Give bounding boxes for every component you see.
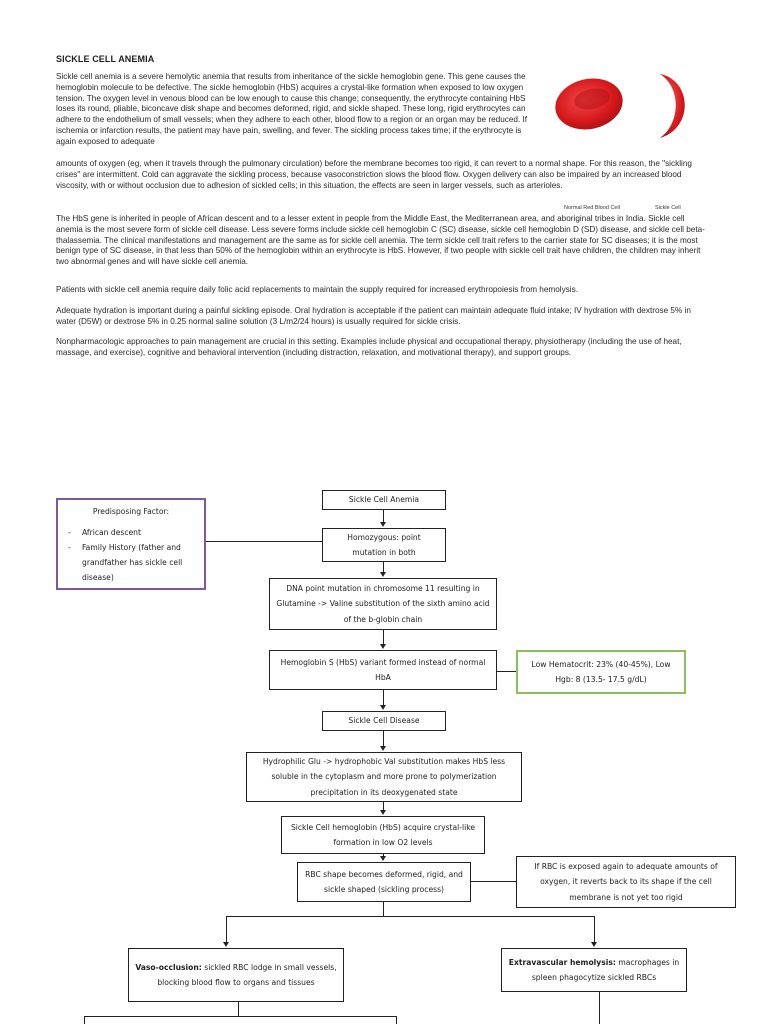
hbs-variant-text: Hemoglobin S (HbS) variant formed instea…: [280, 657, 486, 683]
crystal-formation-box: Sickle Cell hemoglobin (HbS) acquire cry…: [281, 816, 485, 854]
connector-line: [383, 731, 384, 747]
vaso-occlusion-desc: sickled RBC lodge in small vessels, bloc…: [157, 962, 337, 988]
rbc-figure: Normal Red Blood Cell Sickle Cell: [552, 66, 712, 211]
crystal-formation-text: Sickle Cell hemoglobin (HbS) acquire cry…: [290, 822, 476, 848]
extravascular-hemolysis-term: Extravascular hemolysis:: [508, 957, 616, 967]
arrow-head: [380, 746, 386, 751]
extravascular-hemolysis-text: Extravascular hemolysis: macrophages in …: [508, 955, 680, 986]
arrow-head: [591, 942, 597, 947]
arrow-head: [380, 810, 386, 815]
extravascular-hemolysis-box: Extravascular hemolysis: macrophages in …: [501, 948, 687, 992]
connector-line: [226, 916, 227, 943]
intro-paragraph: Sickle cell anemia is a severe hemolytic…: [56, 72, 528, 146]
connector-line: [84, 1016, 85, 1024]
hydrophobic-substitution-box: Hydrophilic Glu -> hydrophobic Val subst…: [246, 752, 522, 802]
intro-paragraph-continued: amounts of oxygen (eg, when it travels t…: [56, 159, 692, 190]
connector-line: [206, 541, 322, 542]
flow-title: Sickle Cell Anemia: [348, 495, 420, 505]
normal-rbc-caption: Normal Red Blood Cell: [564, 205, 620, 211]
arrow-head: [380, 644, 386, 649]
reversion-text: If RBC is exposed again to adequate amou…: [534, 861, 718, 902]
connector-line: [383, 854, 384, 857]
predisposing-title: Predisposing Factor:: [92, 507, 170, 516]
hydration-paragraph: Adequate hydration is important during a…: [56, 306, 691, 326]
dna-mutation-text: DNA point mutation in chromosome 11 resu…: [276, 583, 490, 624]
folic-acid-paragraph: Patients with sickle cell anemia require…: [56, 285, 578, 294]
normal-rbc-dimple: [574, 88, 610, 110]
hbs-variant-box: Hemoglobin S (HbS) variant formed instea…: [269, 650, 497, 690]
sickle-cell-shape: [660, 74, 685, 138]
vaso-occlusion-term: Vaso-occlusion:: [135, 962, 202, 972]
arrow-head: [380, 522, 386, 527]
connector-line: [497, 671, 516, 672]
homozygous-box: Homozygous: point mutation in both: [322, 528, 446, 562]
connector-line: [471, 881, 516, 882]
pathophysiology-flowchart: Sickle Cell Anemia Predisposing Factor: …: [0, 470, 768, 1024]
sickle-cell-disease-text: Sickle Cell Disease: [348, 716, 420, 726]
connector-line: [383, 802, 384, 811]
arrow-head: [380, 856, 386, 861]
connector-line: [383, 510, 384, 523]
dna-mutation-box: DNA point mutation in chromosome 11 resu…: [269, 578, 497, 630]
predisposing-item: Family History (father and grandfather h…: [66, 540, 196, 585]
inheritance-paragraph: The HbS gene is inherited in people of A…: [56, 214, 705, 267]
connector-line: [383, 902, 384, 916]
connector-line: [383, 630, 384, 645]
connector-line: [383, 690, 384, 706]
connector-line: [599, 992, 600, 1024]
branch-line: [84, 1016, 396, 1017]
rbc-shape-text: RBC shape becomes deformed, rigid, and s…: [305, 869, 463, 895]
sickle-cell-disease-box: Sickle Cell Disease: [322, 711, 446, 731]
predisposing-item: African descent: [66, 525, 196, 540]
hydrophobic-substitution-text: Hydrophilic Glu -> hydrophobic Val subst…: [262, 756, 506, 797]
connector-line: [383, 562, 384, 573]
rbc-shape-box: RBC shape becomes deformed, rigid, and s…: [297, 862, 471, 902]
lab-values-box: Low Hematocrit: 23% (40-45%), Low Hgb: 8…: [516, 650, 686, 694]
connector-line: [594, 916, 595, 943]
homozygous-text: Homozygous: point mutation in both: [347, 532, 421, 558]
arrow-head: [223, 942, 229, 947]
vaso-occlusion-text: Vaso-occlusion: sickled RBC lodge in sma…: [135, 960, 337, 991]
rbc-illustration: [555, 74, 685, 138]
arrow-head: [380, 572, 386, 577]
predisposing-list: African descent Family History (father a…: [66, 525, 196, 585]
connector-line: [238, 1002, 239, 1016]
lab-values-text: Low Hematocrit: 23% (40-45%), Low Hgb: 8…: [531, 659, 671, 685]
vaso-occlusion-box: Vaso-occlusion: sickled RBC lodge in sma…: [128, 948, 344, 1002]
sickle-cell-caption: Sickle Cell: [655, 205, 681, 211]
flow-title-box: Sickle Cell Anemia: [322, 490, 446, 510]
pain-management-paragraph: Nonpharmacologic approaches to pain mana…: [56, 337, 682, 357]
extravascular-hemolysis-desc: macrophages in spleen phagocytize sickle…: [531, 957, 680, 983]
predisposing-factor-box: Predisposing Factor: African descent Fam…: [56, 498, 206, 590]
arrow-head: [380, 705, 386, 710]
page-heading: SICKLE CELL ANEMIA: [56, 54, 155, 64]
branch-line: [226, 916, 594, 917]
reversion-box: If RBC is exposed again to adequate amou…: [516, 856, 736, 908]
connector-line: [396, 1016, 397, 1024]
